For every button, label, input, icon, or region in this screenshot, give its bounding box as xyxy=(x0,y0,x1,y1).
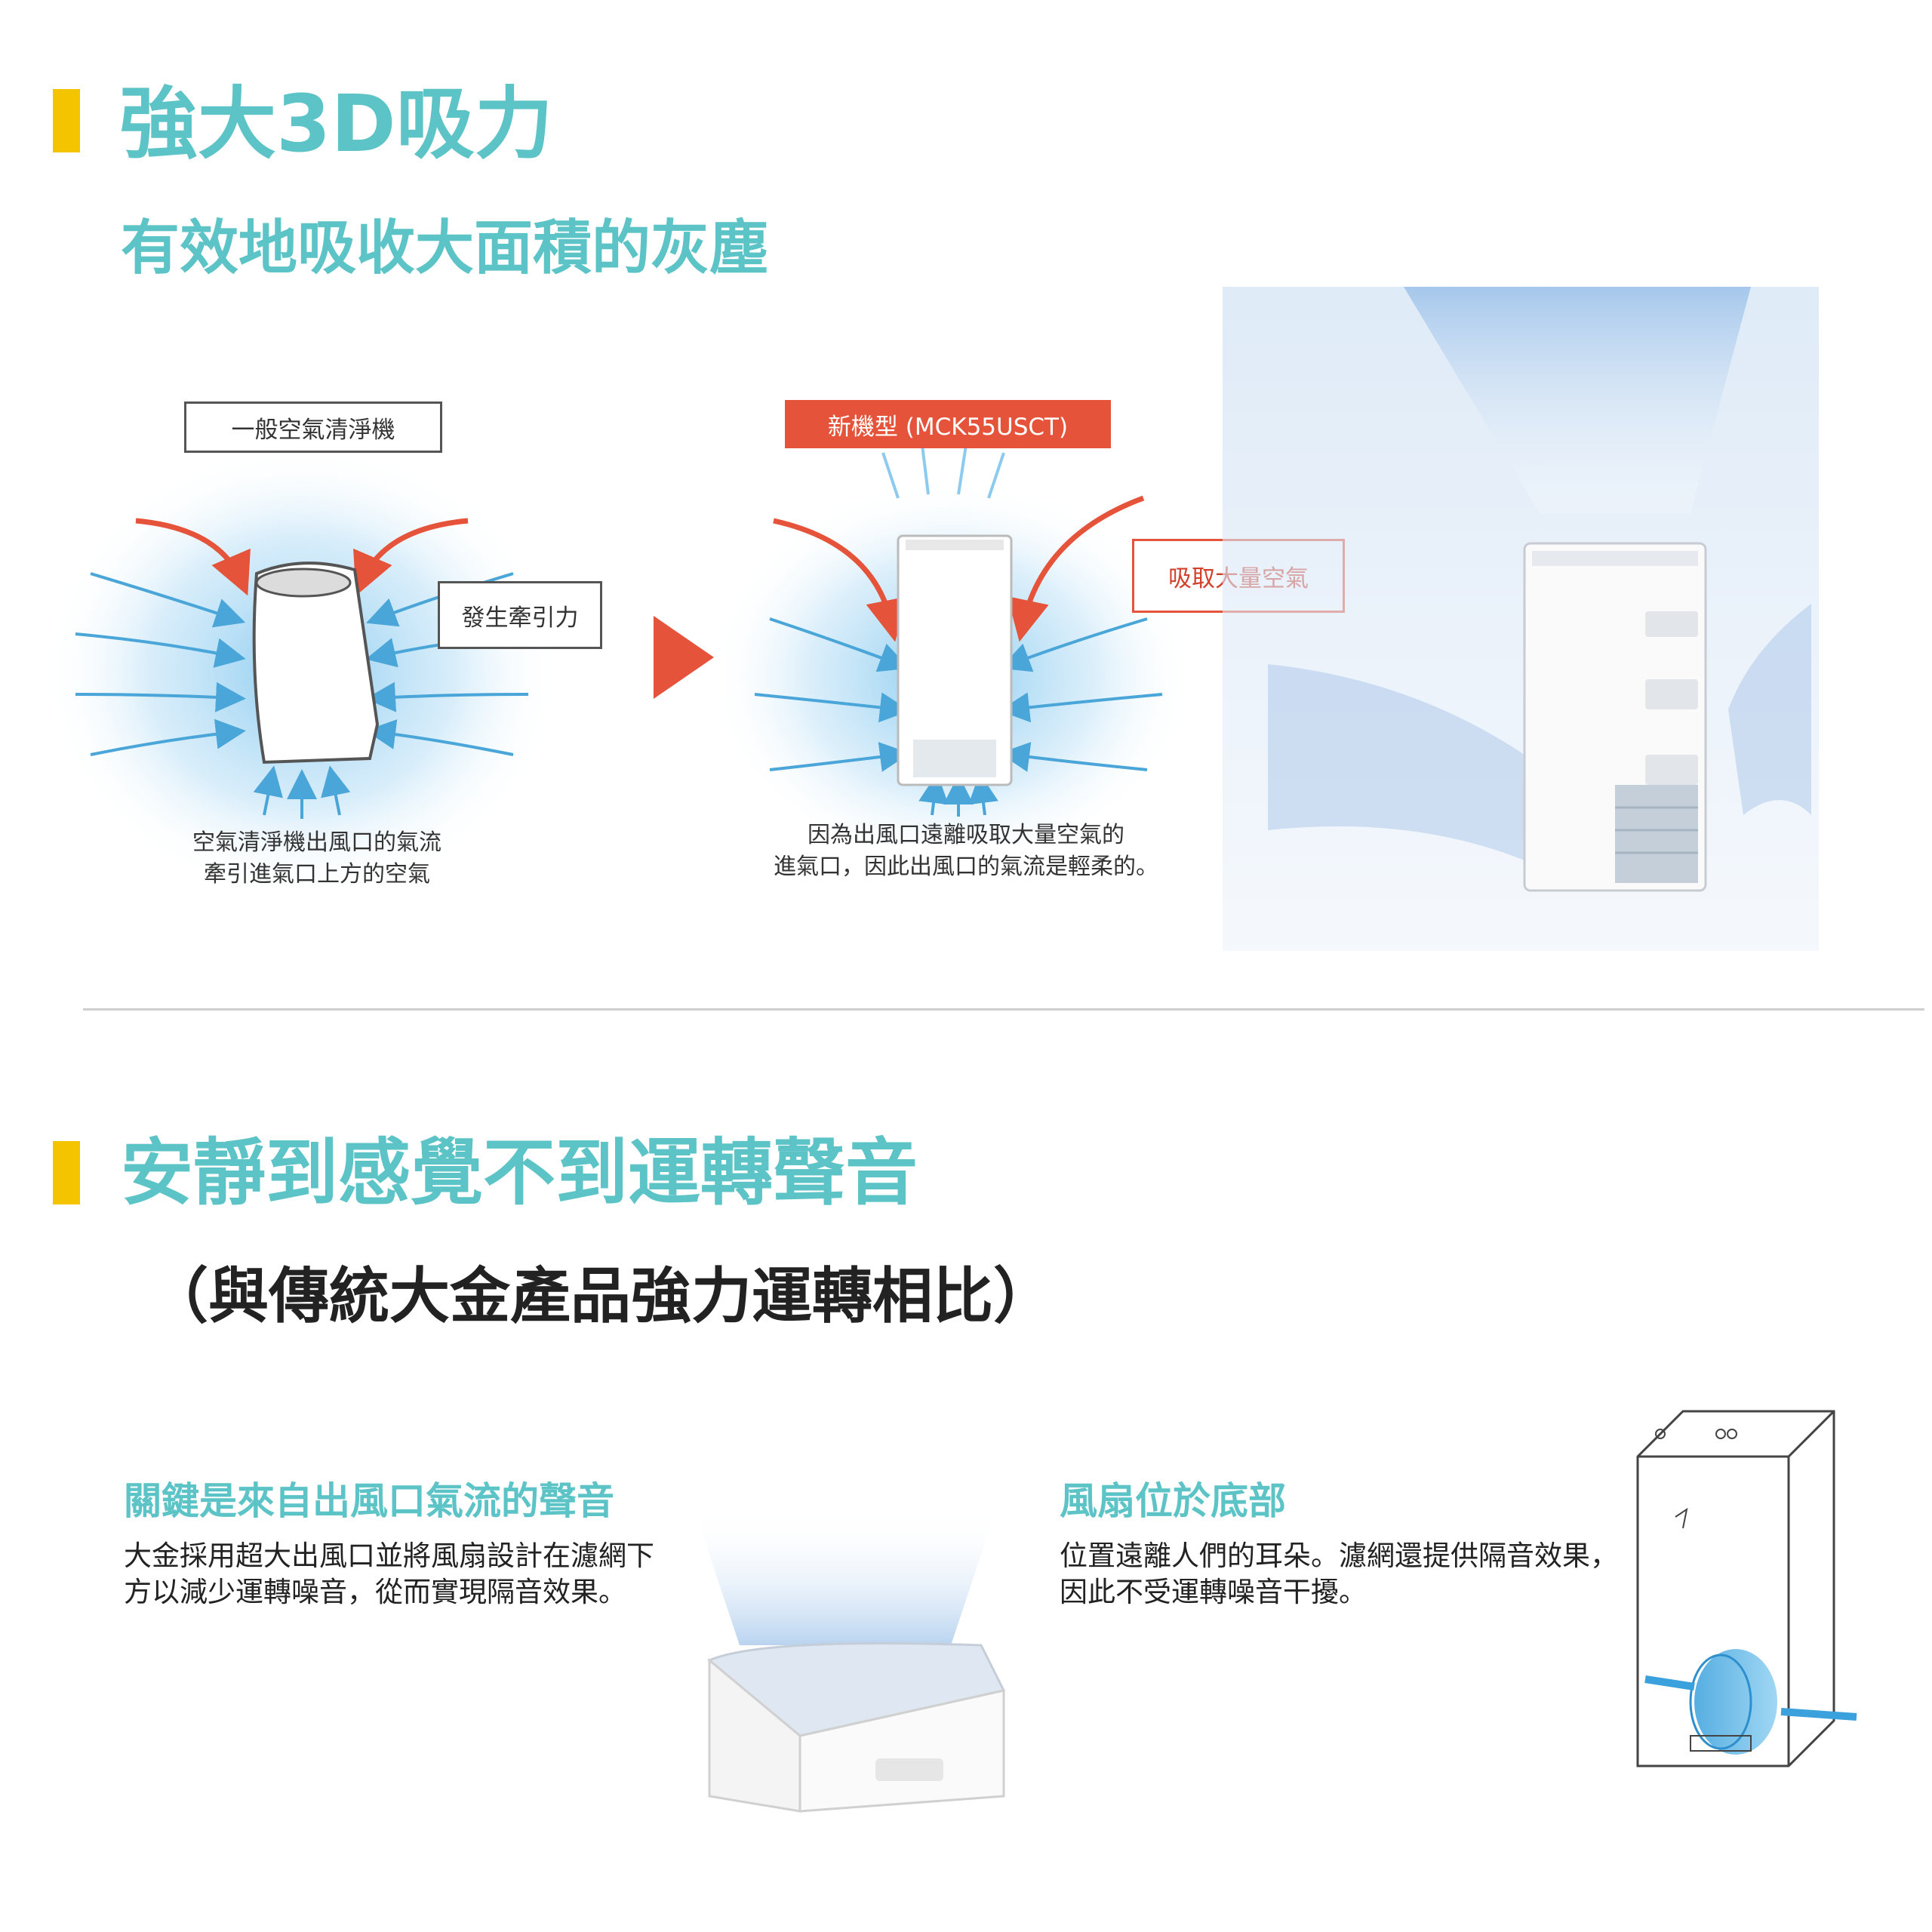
new-model-caption-line2: 進氣口，因此出風口的氣流是輕柔的。 xyxy=(774,854,1158,880)
bottom-fan-diagram xyxy=(1636,1410,1857,1767)
conventional-purifier-diagram xyxy=(45,445,558,898)
section2-accent-bar xyxy=(53,1141,80,1204)
section2-subtitle: （與傳統大金產品強力運轉相比） xyxy=(148,1261,1054,1331)
product-airflow-photo xyxy=(1223,287,1819,951)
section2-title: 安靜到感覺不到運轉聲音 xyxy=(121,1131,918,1215)
new-model-diagram xyxy=(724,445,1192,845)
traction-label: 發生牽引力 xyxy=(438,581,602,649)
conventional-caption-line2: 牽引進氣口上方的空氣 xyxy=(204,861,430,888)
top-outlet-photo xyxy=(694,1509,1006,1813)
col-right-heading: 風扇位於底部 xyxy=(1060,1479,1286,1523)
section1-title: 強大3D吸力 xyxy=(119,78,553,170)
section1-accent-bar xyxy=(53,89,80,152)
conventional-caption-line1: 空氣清淨機出風口的氣流 xyxy=(192,829,441,856)
conventional-purifier-label: 一般空氣清淨機 xyxy=(184,401,442,453)
col-right-body: 位置遠離人們的耳朵。濾網還提供隔音效果，因此不受運轉噪音干擾。 xyxy=(1060,1540,1618,1608)
col-left-body: 大金採用超大出風口並將風扇設計在濾網下方以減少運轉噪音，從而實現隔音效果。 xyxy=(124,1540,654,1608)
new-model-label: 新機型 (MCK55USCT) xyxy=(785,400,1111,448)
section1-subtitle: 有效地吸收大面積的灰塵 xyxy=(121,214,769,282)
transition-arrow-icon xyxy=(654,616,714,699)
col-left-heading: 關鍵是來自出風口氣流的聲音 xyxy=(124,1479,614,1523)
new-model-caption-line1: 因為出風口遠離吸取大量空氣的 xyxy=(808,822,1124,848)
section-divider xyxy=(83,1008,1924,1011)
